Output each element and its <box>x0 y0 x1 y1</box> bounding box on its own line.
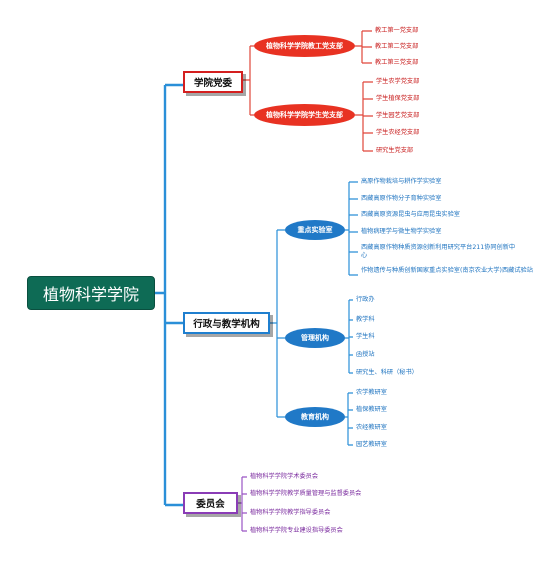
committee-item-3: 植物科学学院教学指导委员会 <box>250 509 331 516</box>
teaching-institutions-node: 教育机构 <box>285 407 345 427</box>
student-branch-1: 学生农学党支部 <box>376 78 420 85</box>
student-branch-3: 学生园艺党支部 <box>376 112 420 119</box>
management-item-5: 研究生、科研（秘书） <box>356 369 418 376</box>
management-item-3: 学生科 <box>356 333 375 340</box>
management-item-1: 行政办 <box>356 296 375 303</box>
committee-node: 委员会 <box>183 492 238 514</box>
lab-item-4: 植物病理学与微生物学实验室 <box>361 228 442 235</box>
labs-leaf-lines <box>345 181 358 276</box>
lab-item-5: 西藏高原作物种质资源创新利用研究平台211协同创新中心 <box>361 244 516 259</box>
teaching-item-3: 农经教研室 <box>356 424 387 431</box>
key-labs-node: 重点实验室 <box>285 220 345 240</box>
party-branch-line <box>243 45 254 116</box>
faculty-party-branch-node: 植物科学学院教工党支部 <box>254 35 355 57</box>
management-leaf-lines <box>345 299 353 374</box>
admin-branch-line <box>270 229 285 418</box>
teaching-item-4: 园艺教研室 <box>356 441 387 448</box>
faculty-leaf-lines <box>355 30 372 64</box>
student-branch-2: 学生植保党支部 <box>376 95 420 102</box>
admin-teaching-node: 行政与教学机构 <box>183 312 270 334</box>
committee-item-1: 植物科学学院学术委员会 <box>250 473 319 480</box>
committee-item-2: 植物科学学院教学质量管理与监督委员会 <box>250 490 362 497</box>
lab-item-2: 西藏高原作物分子育种实验室 <box>361 195 442 202</box>
teaching-item-1: 农学教研室 <box>356 389 387 396</box>
management-item-2: 教学科 <box>356 316 375 323</box>
root-trunk-line <box>155 83 183 507</box>
teaching-item-2: 植保教研室 <box>356 406 387 413</box>
lab-item-1: 高原作物栽培与耕作学实验室 <box>361 178 442 185</box>
management-item-4: 函授站 <box>356 351 375 358</box>
committee-leaf-lines <box>238 476 247 532</box>
party-committee-node: 学院党委 <box>183 71 243 93</box>
lab-item-3: 西藏高原资源昆虫与应用昆虫实验室 <box>361 211 460 218</box>
lab-item-6: 作物遗传与种质创新国家重点实验室(南京农业大学)西藏试验站 <box>361 267 533 274</box>
student-branch-5: 研究生党支部 <box>376 147 414 154</box>
teaching-leaf-lines <box>345 392 353 446</box>
student-branch-4: 学生农经党支部 <box>376 129 420 136</box>
faculty-branch-1: 教工第一党支部 <box>375 27 419 34</box>
management-node: 管理机构 <box>285 328 345 348</box>
student-leaf-lines <box>355 81 373 152</box>
faculty-branch-3: 教工第三党支部 <box>375 59 419 66</box>
faculty-branch-2: 教工第二党支部 <box>375 43 419 50</box>
student-party-branch-node: 植物科学学院学生党支部 <box>254 104 355 126</box>
root-node: 植物科学学院 <box>27 276 155 310</box>
committee-item-4: 植物科学学院专业建设指导委员会 <box>250 527 343 534</box>
